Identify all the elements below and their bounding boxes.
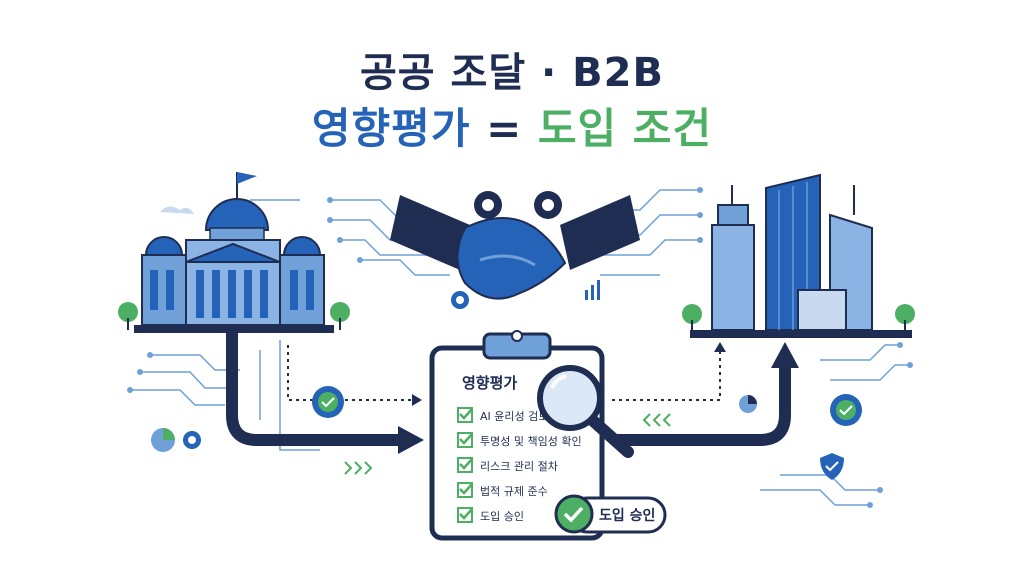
check-icon: [459, 408, 473, 420]
shield-icon: [820, 453, 844, 480]
flow-arrow-right: [612, 342, 799, 446]
checklist-label: 법적 규제 준수: [480, 485, 548, 498]
checklist: AI 윤리성 검토 투명성 및 책임성 확인 리스크 관리 절차 법적 규제 준…: [457, 407, 582, 523]
checklist-item: 법적 규제 준수: [457, 482, 548, 498]
approval-badge: [554, 494, 667, 534]
circuit-lines-left: [130, 199, 450, 451]
circuit-dots-left: [127, 197, 363, 393]
checklist-item: 도입 승인: [457, 507, 524, 523]
corporate-buildings-icon: [682, 173, 915, 338]
dotted-arrowhead-left: [412, 394, 422, 406]
dotted-arrowhead-right: [714, 342, 726, 352]
government-building-icon: [118, 172, 350, 333]
chevrons-left: [344, 461, 373, 475]
checklist-label: 투명성 및 책임성 확인: [480, 435, 582, 448]
dotted-arrows: [287, 345, 721, 401]
checklist-item: AI 윤리성 검토: [457, 407, 548, 423]
magnifier-icon: [537, 365, 634, 458]
pie-chart-icon: [151, 428, 175, 452]
checklist-label: 도입 승인: [480, 510, 524, 523]
check-icon: [459, 433, 473, 445]
checklist-label: 리스크 관리 절차: [480, 460, 558, 473]
pie-chart-icon: [739, 395, 757, 413]
check-icon: [459, 508, 473, 520]
checklist-item: 리스크 관리 절차: [457, 457, 558, 473]
title-adoption-condition: 도입 조건: [537, 104, 713, 153]
gear-icon: [183, 191, 562, 449]
title-equals: =: [470, 104, 538, 153]
circuit-dots-right: [697, 187, 913, 508]
chevrons-right: [642, 413, 671, 427]
certified-badge-icon: [830, 394, 862, 426]
certified-badge-icon: [312, 386, 344, 418]
check-icon: [459, 483, 473, 495]
checklist-item: 투명성 및 책임성 확인: [457, 432, 582, 448]
title-impact-assessment: 영향평가: [311, 104, 471, 153]
clipboard-heading: 영향평가: [462, 374, 517, 392]
bar-chart-icon: [585, 280, 600, 300]
checklist-label: AI 윤리성 검토: [480, 410, 548, 423]
handshake-icon: [390, 195, 640, 300]
title-line-2: 영향평가 = 도입 조건: [0, 95, 1024, 156]
flow-arrow-left: [226, 332, 424, 454]
check-icon: [459, 458, 473, 470]
check-icon: [563, 506, 584, 523]
approval-badge-label: 도입 승인: [599, 507, 655, 524]
title-line-1: 공공 조달 · B2B: [360, 50, 664, 96]
